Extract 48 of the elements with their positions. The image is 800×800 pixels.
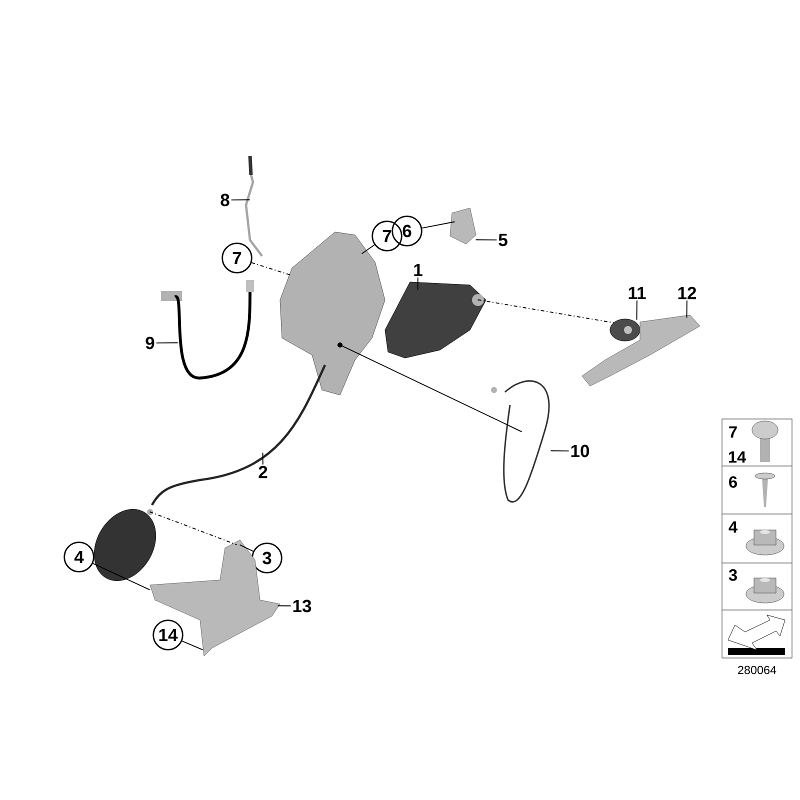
callout-number: 11: [628, 286, 646, 300]
leader-line: [277, 605, 292, 606]
handle-carrier-drawing: [384, 282, 486, 358]
leader-line: [239, 544, 254, 552]
leader-line: [262, 452, 264, 465]
callout-number: 3: [252, 542, 282, 574]
cable-drawing: [161, 280, 254, 380]
cable-drawing: [491, 380, 550, 503]
callout-number: 5: [498, 234, 508, 246]
part-number: 14: [728, 451, 746, 463]
bracket-drawing: [450, 208, 476, 244]
leader-line: [550, 450, 570, 452]
callout-number: 1: [414, 264, 422, 276]
part-number: 3: [728, 569, 737, 581]
callout-number: 7: [372, 220, 402, 252]
leader-line: [182, 640, 204, 650]
rod-drawing: [244, 156, 263, 257]
callout-number: 10: [571, 444, 590, 458]
assembly-line: [477, 299, 614, 324]
cable-drawing: [150, 364, 326, 506]
part-number: 6: [729, 476, 737, 488]
leader-line: [417, 277, 418, 290]
door-handle-drawing: [582, 314, 700, 386]
leader-line: [361, 244, 375, 254]
bracket-drawing: [150, 540, 280, 656]
leader-line: [251, 262, 290, 276]
leader-line: [636, 300, 638, 320]
callout-number: 7: [222, 242, 252, 274]
leader-line: [230, 199, 250, 200]
part-number: 7: [729, 426, 737, 438]
callout-number: 6: [392, 216, 422, 246]
callout-number: 8: [220, 194, 230, 206]
assembly-line: [339, 344, 522, 432]
diagram-number: 280064: [738, 666, 776, 674]
leader-line: [422, 221, 456, 229]
part-number: 4: [728, 521, 738, 533]
cover-drawing: [610, 318, 640, 342]
leader-line: [686, 300, 688, 318]
leader-line: [475, 239, 498, 240]
callout-number: 12: [678, 286, 696, 300]
callout-number: 13: [293, 600, 312, 612]
assembly-line: [149, 511, 238, 546]
callout-number: 14: [152, 620, 184, 650]
leader-line: [92, 563, 150, 590]
actuator-drawing: [94, 509, 156, 582]
leader-line: [156, 342, 178, 344]
callout-number: 9: [146, 336, 154, 350]
callout-number: 4: [64, 542, 94, 572]
